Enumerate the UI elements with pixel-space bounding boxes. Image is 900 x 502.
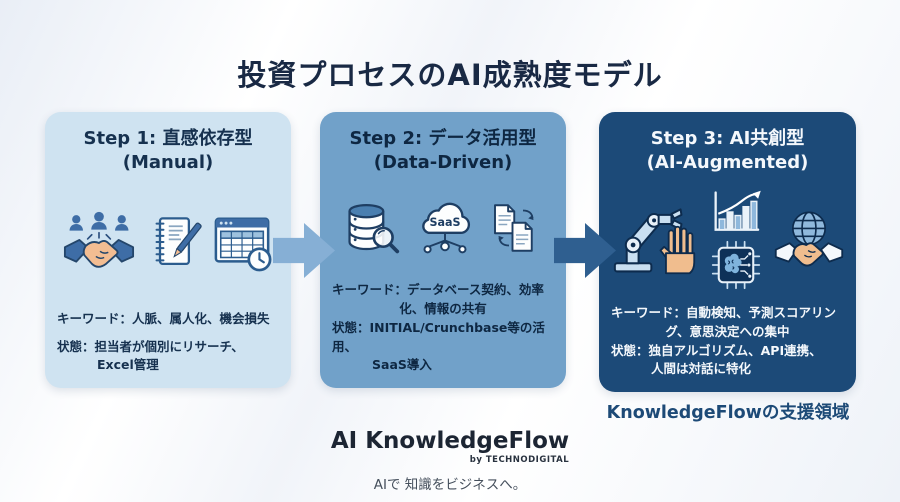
step3-card: Step 3: AI共創型 (AI-Augmented)	[599, 112, 856, 392]
step2-title: Step 2: データ活用型	[349, 128, 537, 149]
step3-heading: Step 3: AI共創型 (AI-Augmented)	[611, 127, 844, 175]
step2-status: 状態：INITIAL/Crunchbase等の活用、	[332, 319, 545, 354]
step2-keywords-cont: 化、情報の共有	[399, 301, 487, 316]
database-search-icon	[342, 199, 402, 257]
robot-arm-hand-icon	[611, 203, 699, 276]
brand-logo-text: AI KnowledgeFlow	[330, 428, 570, 454]
step1-subtitle: (Manual)	[122, 151, 214, 173]
documents-sync-icon	[488, 198, 544, 258]
step1-status-cont: Excel管理	[97, 357, 159, 373]
step3-status-cont: 人間は対話に特化	[651, 361, 752, 377]
step2-card: Step 2: データ活用型 (Data-Driven) SaaS	[320, 112, 566, 388]
step3-icons	[611, 175, 844, 305]
step1-details: キーワード：人脈、属人化、機会損失 状態：担当者が個別にリサーチ、 Excel管…	[57, 310, 279, 375]
step2-heading: Step 2: データ活用型 (Data-Driven)	[332, 127, 554, 175]
step3-keywords-cont: グ、意思決定への集中	[665, 323, 790, 339]
step1-status: 状態：担当者が個別にリサーチ、	[57, 338, 244, 354]
step2-details: キーワード：データベース契約、効率 化、情報の共有 状態：INITIAL/Cru…	[332, 281, 554, 375]
brand-block: AI KnowledgeFlow by TECHNODIGITAL	[330, 428, 570, 466]
page-title: 投資プロセスのAI成熟度モデル	[237, 58, 663, 93]
step1-keywords: キーワード：人脈、属人化、機会損失	[57, 310, 270, 326]
step2-keywords: キーワード：データベース契約、効率	[332, 282, 544, 298]
step3-keywords: キーワード：自動検知、予測スコアリン	[611, 305, 837, 320]
step2-status-cont: SaaS導入	[372, 357, 432, 373]
step2-subtitle: (Data-Driven)	[373, 151, 513, 173]
saas-cloud-label: SaaS	[430, 216, 461, 229]
step3-middle-icons	[709, 189, 763, 290]
step2-icons: SaaS	[332, 175, 554, 282]
handshake-network-icon	[62, 211, 136, 273]
globe-handshake-icon	[773, 209, 845, 270]
spreadsheet-clock-icon	[212, 212, 274, 272]
support-area-note: KnowledgeFlowの支援領域	[606, 403, 850, 423]
brand-byline: by TECHNODIGITAL	[469, 455, 570, 466]
step3-title: Step 3: AI共創型	[650, 128, 805, 149]
brand-tagline: AIで 知識をビジネスへ。	[373, 477, 527, 494]
step3-details: キーワード：自動検知、予測スコアリン グ、意思決定への集中 状態：独自アルゴリズ…	[611, 304, 844, 379]
step3-subtitle: (AI-Augmented)	[646, 151, 809, 173]
step1-card: Step 1: 直感依存型 (Manual)	[45, 112, 291, 388]
growth-chart-icon	[709, 189, 763, 235]
footer: AI KnowledgeFlow by TECHNODIGITAL AIで 知識…	[0, 428, 900, 494]
saas-cloud-icon: SaaS	[412, 198, 478, 258]
step1-icons	[57, 175, 279, 310]
notebook-pen-icon	[146, 211, 202, 273]
ai-chip-icon	[711, 240, 761, 290]
step1-heading: Step 1: 直感依存型 (Manual)	[57, 127, 279, 175]
step3-status: 状態：独自アルゴリズム、API連携、	[611, 342, 822, 358]
step1-title: Step 1: 直感依存型	[83, 128, 253, 149]
